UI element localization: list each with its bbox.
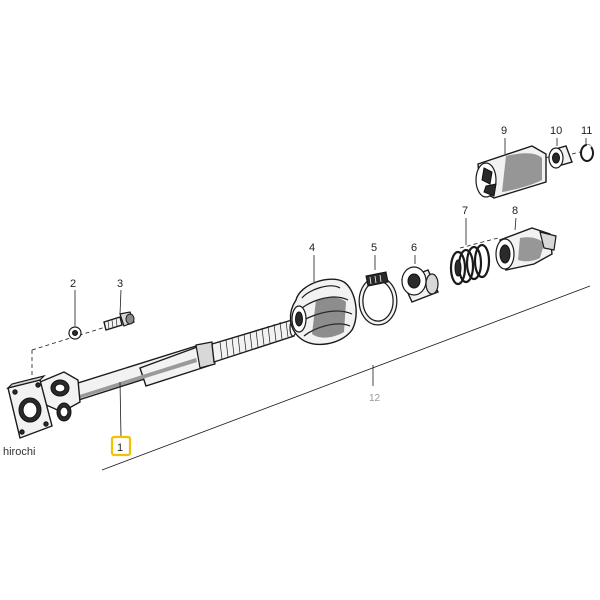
part-1-highlight-box bbox=[110, 435, 132, 457]
part-label-9: 9 bbox=[501, 125, 507, 137]
part-label-12: 12 bbox=[369, 393, 381, 404]
spring-part[interactable]: 7 bbox=[449, 205, 491, 286]
sleeve-part[interactable]: 8 bbox=[495, 205, 557, 271]
part-label-10: 10 bbox=[550, 125, 562, 137]
watermark-text: hirochi bbox=[3, 446, 35, 458]
rubber-boot-part[interactable]: 4 bbox=[289, 242, 357, 346]
part-label-4: 4 bbox=[309, 242, 315, 254]
clamp-part[interactable]: 5 bbox=[358, 242, 398, 326]
part-label-3: 3 bbox=[117, 278, 123, 290]
part-label-2: 2 bbox=[70, 278, 76, 290]
part-label-1: 1 bbox=[117, 442, 123, 454]
bolt-part[interactable]: 3 bbox=[103, 278, 135, 331]
bearing-part[interactable]: 10 bbox=[548, 125, 573, 169]
circlip-part[interactable]: 11 bbox=[580, 125, 594, 162]
part-label-11: 11 bbox=[581, 125, 592, 137]
part-label-7: 7 bbox=[462, 205, 468, 217]
lock-washer-part[interactable]: 2 bbox=[68, 278, 82, 340]
part-label-8: 8 bbox=[512, 205, 518, 217]
part-label-6: 6 bbox=[411, 242, 417, 254]
steering-shaft-part[interactable]: 1 bbox=[6, 319, 297, 457]
assembly-baseline: 12 bbox=[101, 285, 591, 471]
part-label-5: 5 bbox=[371, 242, 377, 254]
housing-part[interactable]: 9 bbox=[475, 125, 547, 199]
bushing-part[interactable]: 6 bbox=[401, 242, 439, 303]
